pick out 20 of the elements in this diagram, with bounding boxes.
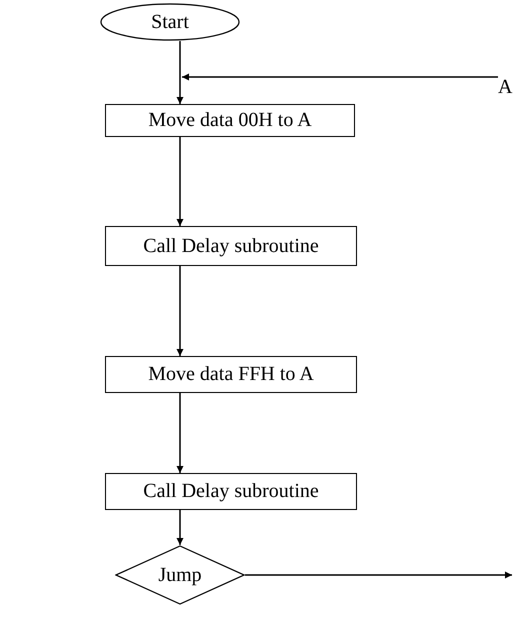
arrow [176,41,184,104]
process-box [105,356,357,393]
process-box [105,226,357,266]
process-box [105,104,355,137]
arrow [182,74,498,80]
node-text: Call Delay subroutine [143,234,319,258]
arrow [176,393,184,473]
node-text: Call Delay subroutine [143,479,319,504]
process-box [105,473,357,510]
node-text: Move data FFH to A [148,362,314,387]
node-text: Jump [158,562,202,588]
decision-diamond [115,545,245,605]
terminal-ellipse [100,3,240,41]
node-text: Start [151,10,189,34]
node-text: Move data 00H to A [148,108,312,133]
arrow [176,266,184,356]
arrow [176,137,184,226]
arrow [176,510,184,545]
node-text: A [498,75,512,100]
arrow [245,572,512,578]
